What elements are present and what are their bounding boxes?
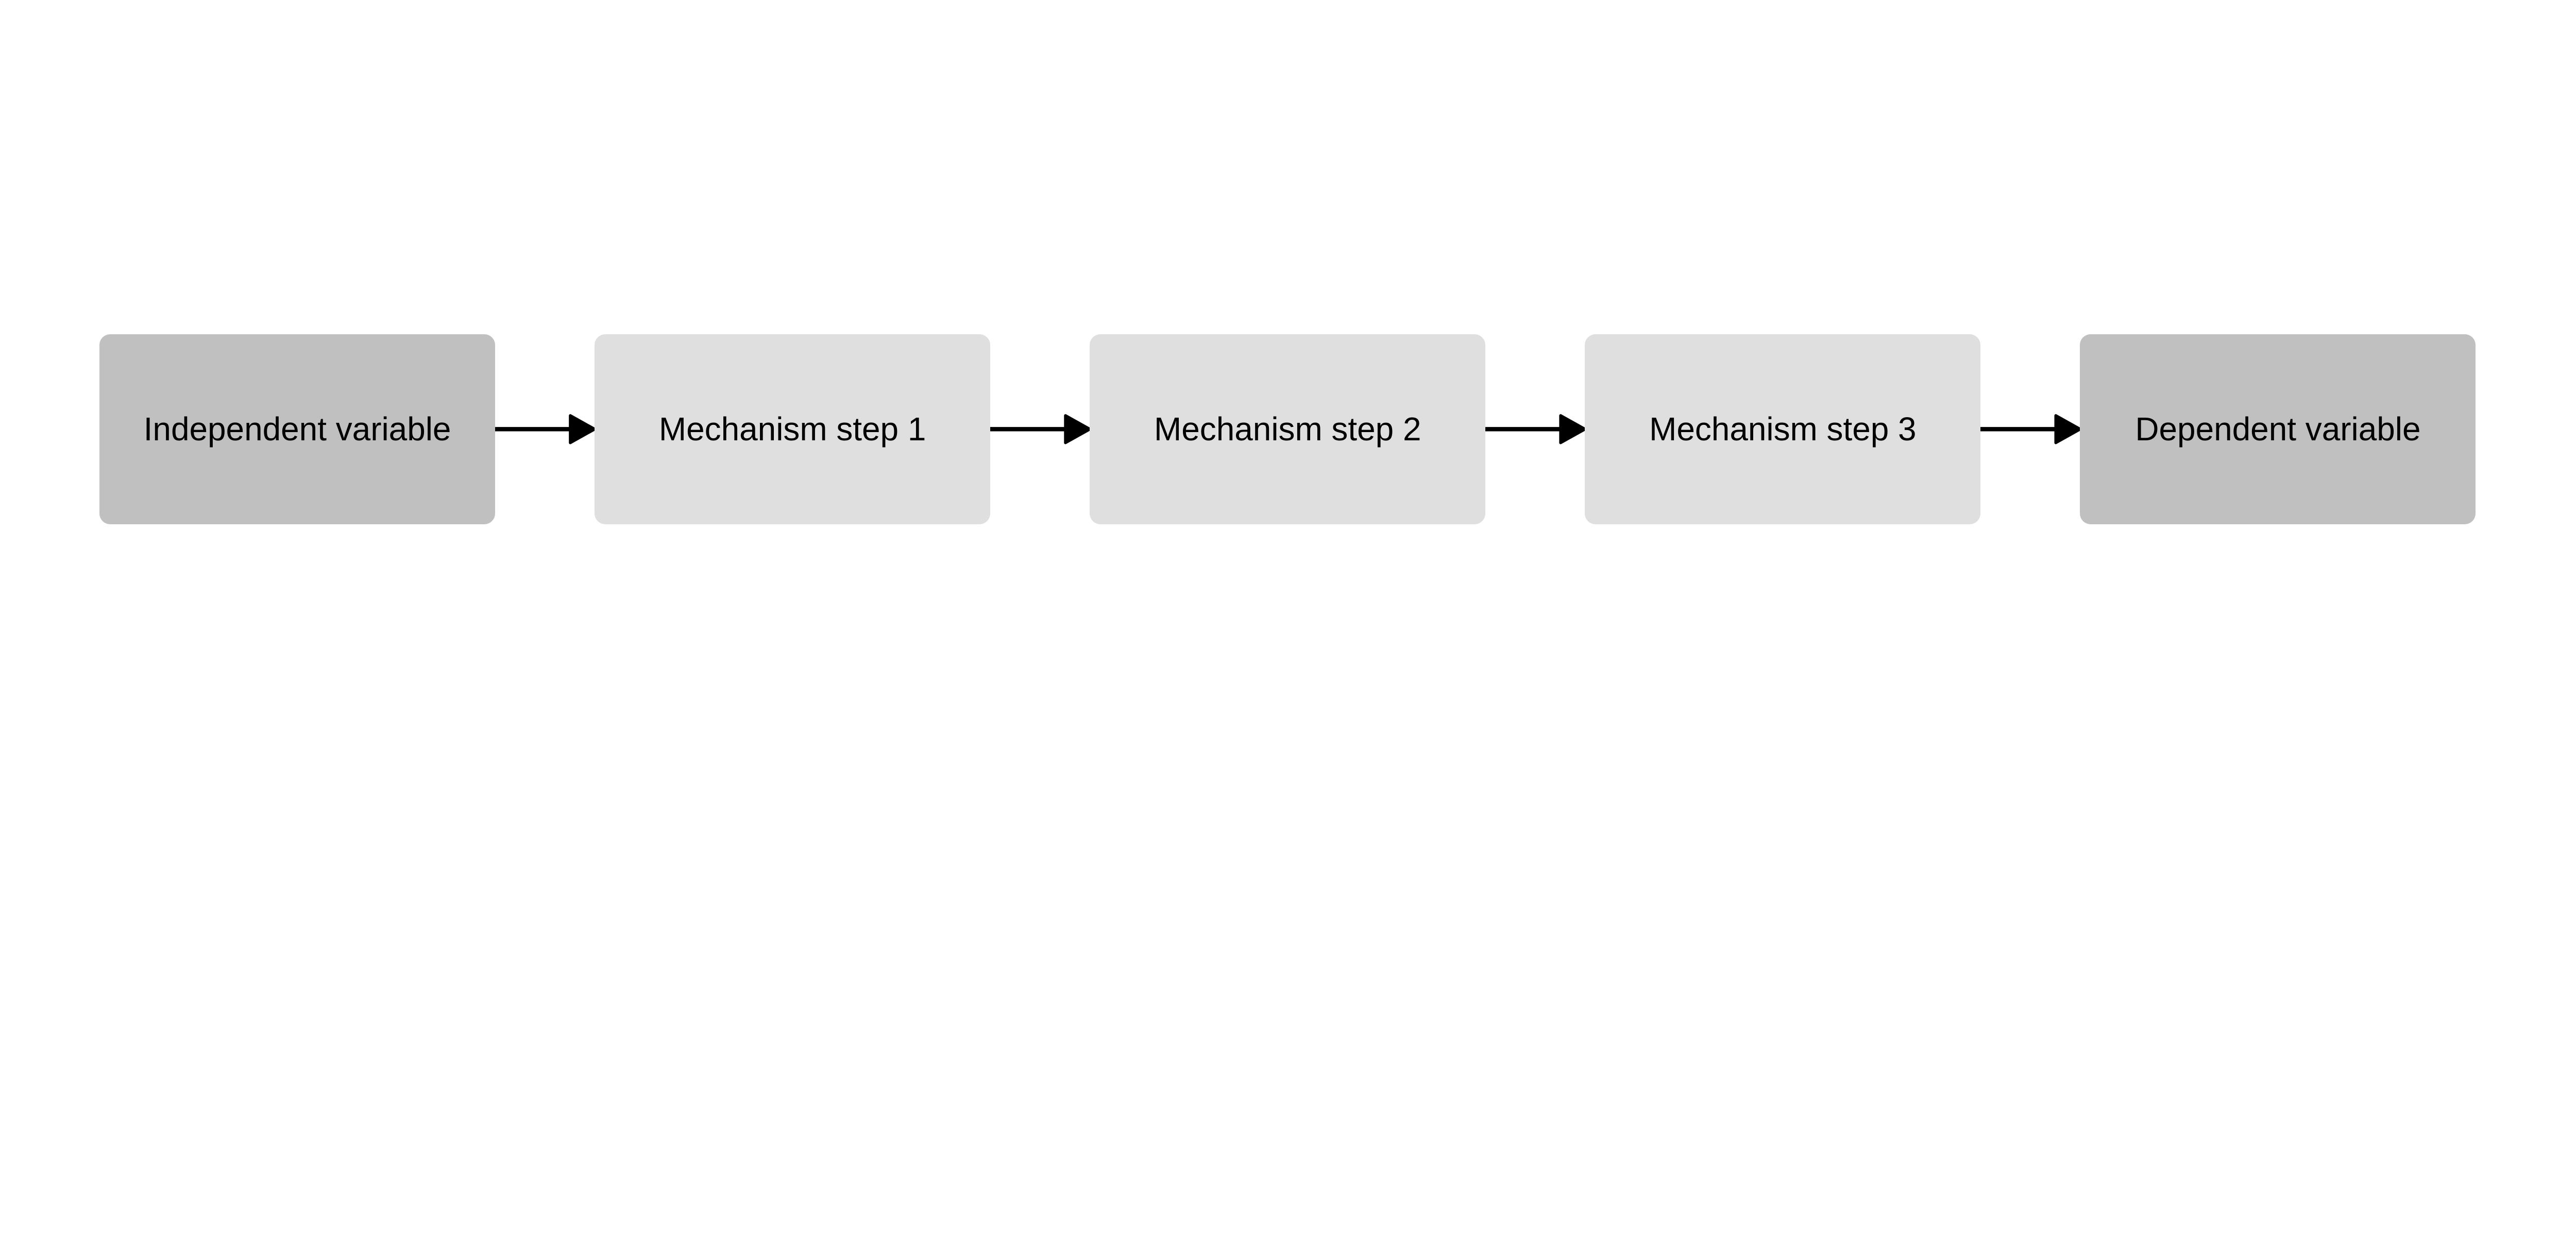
node-row: Independent variable Mechanism step 1 Me…	[0, 334, 2576, 525]
node-label: Independent variable	[143, 410, 451, 448]
arrowhead-icon	[1064, 414, 1092, 444]
edges	[493, 414, 2082, 444]
node-label: Mechanism step 3	[1649, 410, 1917, 448]
arrowhead-icon	[569, 414, 596, 444]
arrow-3	[1483, 414, 1587, 444]
arrow-4	[1978, 414, 2082, 444]
node-mechanism-step-3: Mechanism step 3	[1585, 334, 1981, 525]
arrowhead-icon	[2054, 414, 2082, 444]
node-dependent-variable: Dependent variable	[2080, 334, 2476, 525]
node-mechanism-step-2: Mechanism step 2	[1090, 334, 1486, 525]
node-label: Mechanism step 1	[658, 410, 926, 448]
node-independent-variable: Independent variable	[99, 334, 496, 525]
node-label: Dependent variable	[2135, 410, 2421, 448]
arrowhead-icon	[1559, 414, 1587, 444]
diagram: Independent variable Mechanism step 1 Me…	[0, 334, 2576, 525]
node-label: Mechanism step 2	[1154, 410, 1421, 448]
arrow-1	[493, 414, 596, 444]
node-mechanism-step-1: Mechanism step 1	[595, 334, 991, 525]
arrow-2	[988, 414, 1092, 444]
